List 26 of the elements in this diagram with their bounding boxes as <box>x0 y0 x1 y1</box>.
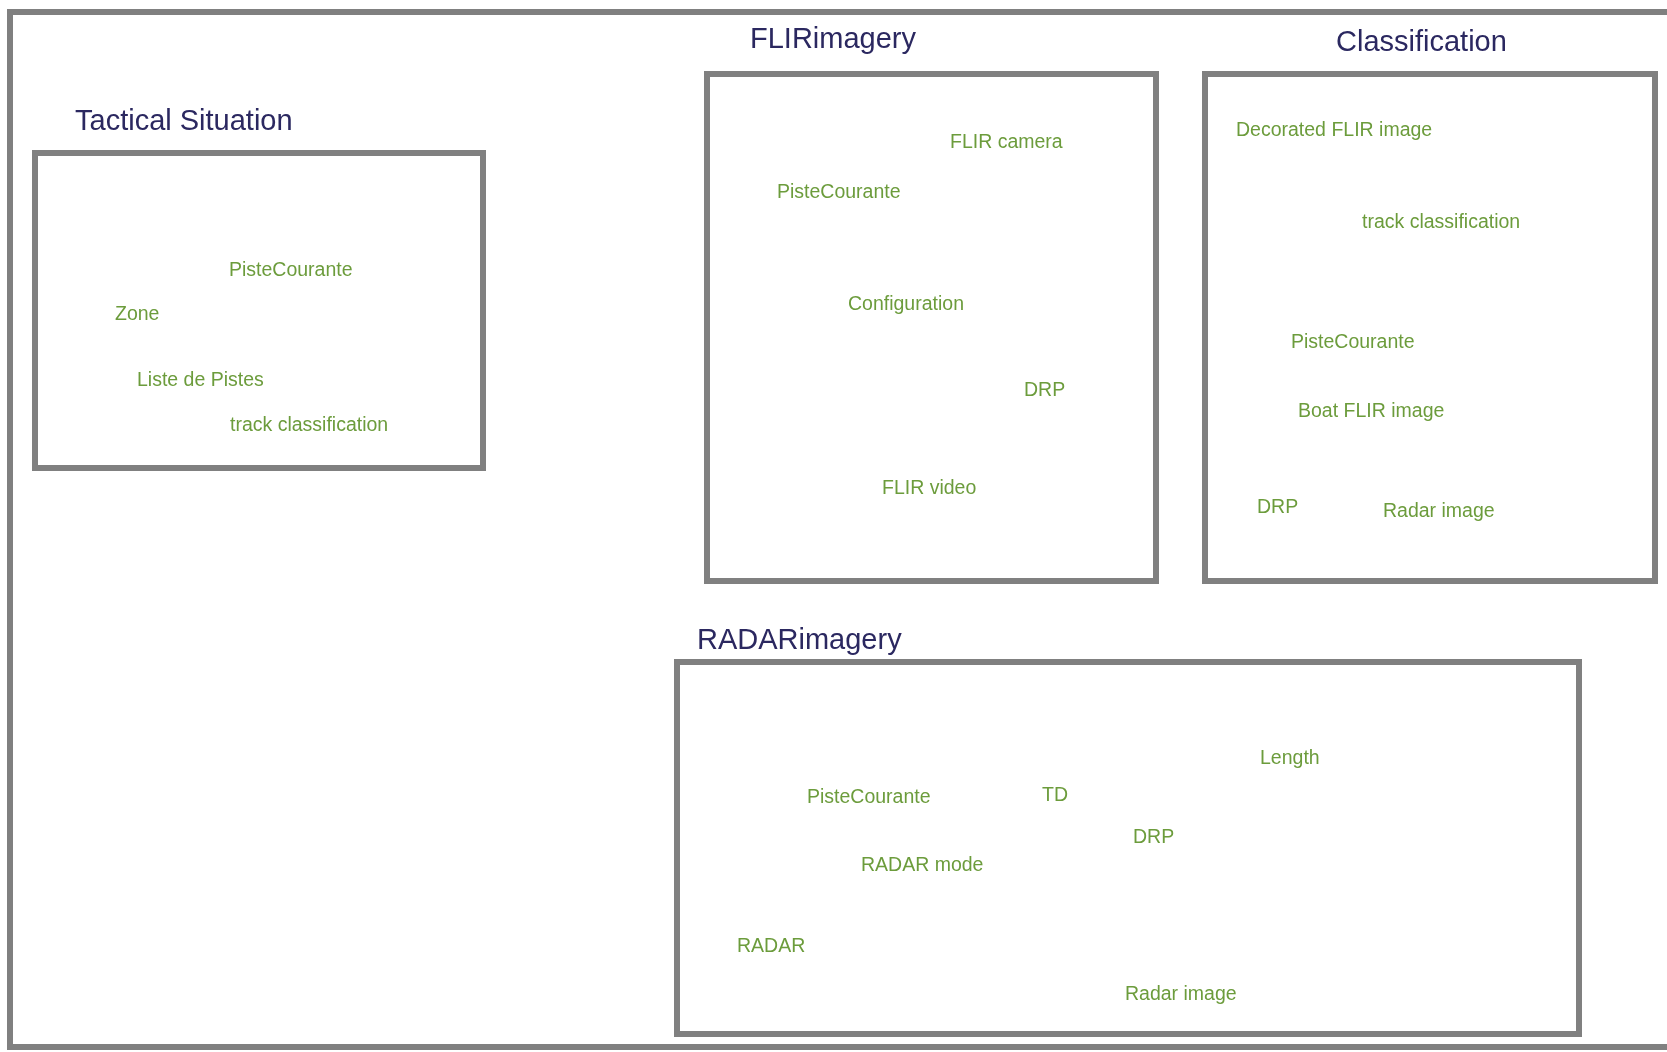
item-label: Decorated FLIR image <box>1236 120 1433 140</box>
item-label: Configuration <box>848 294 964 314</box>
item-label: DRP <box>1257 497 1299 517</box>
item-label: FLIR video <box>882 478 977 498</box>
item-label: Radar image <box>1125 984 1237 1004</box>
item-label: track classification <box>1362 212 1521 232</box>
item-label: TD <box>1042 785 1068 805</box>
panel-title: Classification <box>1336 26 1507 56</box>
panel-title: RADARimagery <box>697 624 902 654</box>
item-label: RADAR mode <box>861 855 984 875</box>
item-label: DRP <box>1133 827 1175 847</box>
item-label: FLIR camera <box>950 132 1063 152</box>
item-label: DRP <box>1024 380 1066 400</box>
panel-title: FLIRimagery <box>750 23 916 53</box>
item-label: Zone <box>115 304 160 324</box>
item-label: Liste de Pistes <box>137 370 264 390</box>
item-label: Radar image <box>1383 501 1495 521</box>
item-label: Length <box>1260 748 1320 768</box>
panel-title: Tactical Situation <box>75 105 293 135</box>
item-label: PisteCourante <box>1291 332 1415 352</box>
item-label: RADAR <box>737 936 806 956</box>
item-label: PisteCourante <box>229 260 353 280</box>
item-label: PisteCourante <box>777 182 901 202</box>
item-label: track classification <box>230 415 389 435</box>
item-label: PisteCourante <box>807 787 931 807</box>
item-label: Boat FLIR image <box>1298 401 1445 421</box>
